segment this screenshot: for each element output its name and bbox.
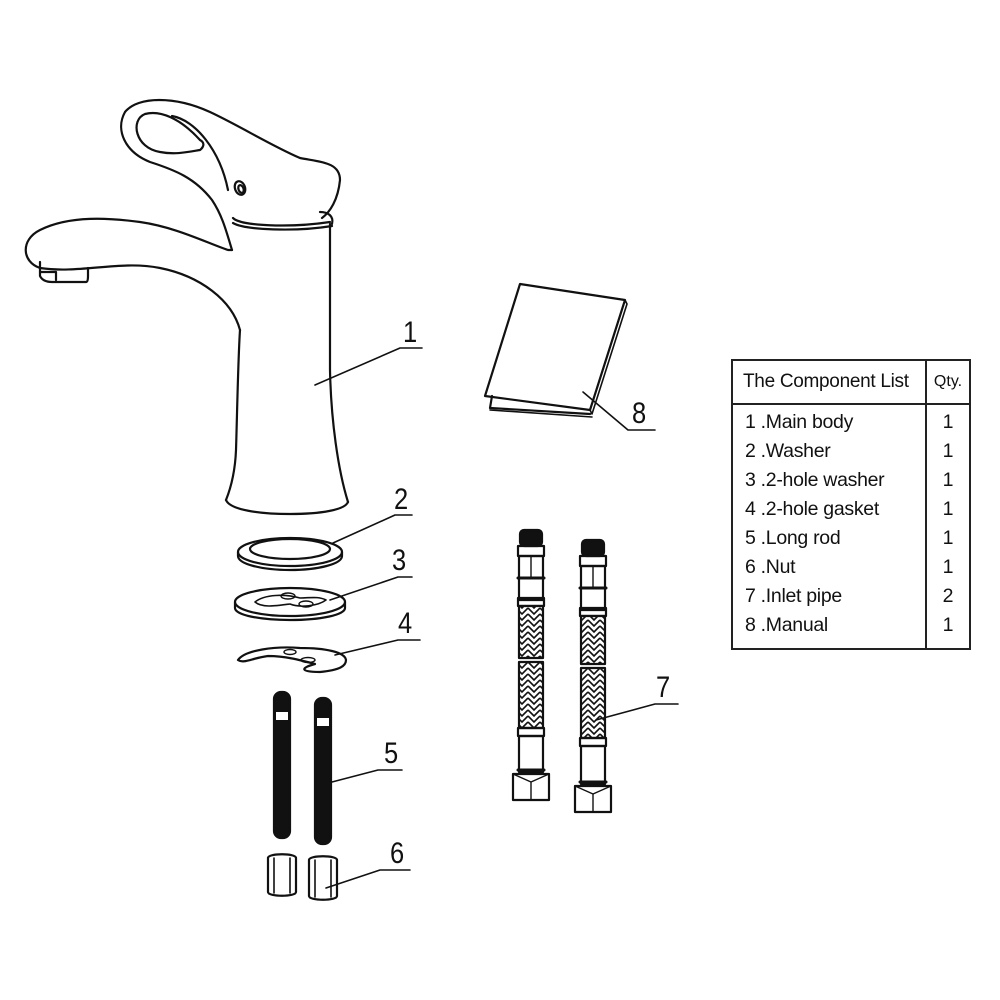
- callout-number-8: 8: [632, 397, 647, 430]
- two-hole-gasket-part: [236, 646, 348, 674]
- row-name: 6 .Nut: [745, 556, 796, 578]
- callout-number-1: 1: [403, 316, 418, 349]
- row-qty: 1: [942, 411, 954, 433]
- row-name: 1 .Main body: [745, 411, 854, 433]
- row-qty: 1: [942, 527, 954, 549]
- manual-part: [483, 282, 628, 418]
- table-row: 1 .Main body 1: [733, 409, 969, 438]
- table-row: 3 .2-hole washer 1: [733, 467, 969, 496]
- callout-number-7: 7: [656, 671, 671, 704]
- two-hole-washer-part: [233, 586, 347, 622]
- callout-number-5: 5: [384, 737, 399, 770]
- component-list-table: The Component List Qty. 1 .Main body 1 2 …: [731, 359, 971, 650]
- long-rod-part: [272, 690, 333, 846]
- row-name: 8 .Manual: [745, 614, 828, 636]
- table-row: 7 .Inlet pipe 2: [733, 583, 969, 612]
- table-rows: 1 .Main body 1 2 .Washer 1 3 .2-hole washe…: [733, 409, 969, 641]
- table-row: 8 .Manual 1: [733, 612, 969, 641]
- row-name: 2 .Washer: [745, 440, 831, 462]
- row-qty: 1: [942, 614, 954, 636]
- inlet-pipe-part: [511, 528, 613, 814]
- row-qty: 1: [942, 469, 954, 491]
- table-row: 6 .Nut 1: [733, 554, 969, 583]
- callout-number-4: 4: [398, 607, 413, 640]
- callout-number-2: 2: [394, 483, 409, 516]
- row-qty: 2: [942, 585, 954, 607]
- row-qty: 1: [942, 498, 954, 520]
- table-row: 4 .2-hole gasket 1: [733, 496, 969, 525]
- header-divider: [733, 403, 969, 405]
- row-name: 3 .2-hole washer: [745, 469, 885, 491]
- callout-number-6: 6: [390, 837, 405, 870]
- table-row: 5 .Long rod 1: [733, 525, 969, 554]
- row-name: 7 .Inlet pipe: [745, 585, 842, 607]
- table-header-name: The Component List: [743, 371, 909, 392]
- row-name: 4 .2-hole gasket: [745, 498, 879, 520]
- washer-part: [236, 536, 344, 572]
- column-divider: [925, 361, 927, 648]
- main-body-part: [24, 98, 350, 516]
- row-name: 5 .Long rod: [745, 527, 841, 549]
- table-row: 2 .Washer 1: [733, 438, 969, 467]
- row-qty: 1: [942, 440, 954, 462]
- row-qty: 1: [942, 556, 954, 578]
- table-header-qty: Qty.: [933, 373, 963, 390]
- callout-number-3: 3: [392, 544, 407, 577]
- nut-part: [266, 853, 339, 901]
